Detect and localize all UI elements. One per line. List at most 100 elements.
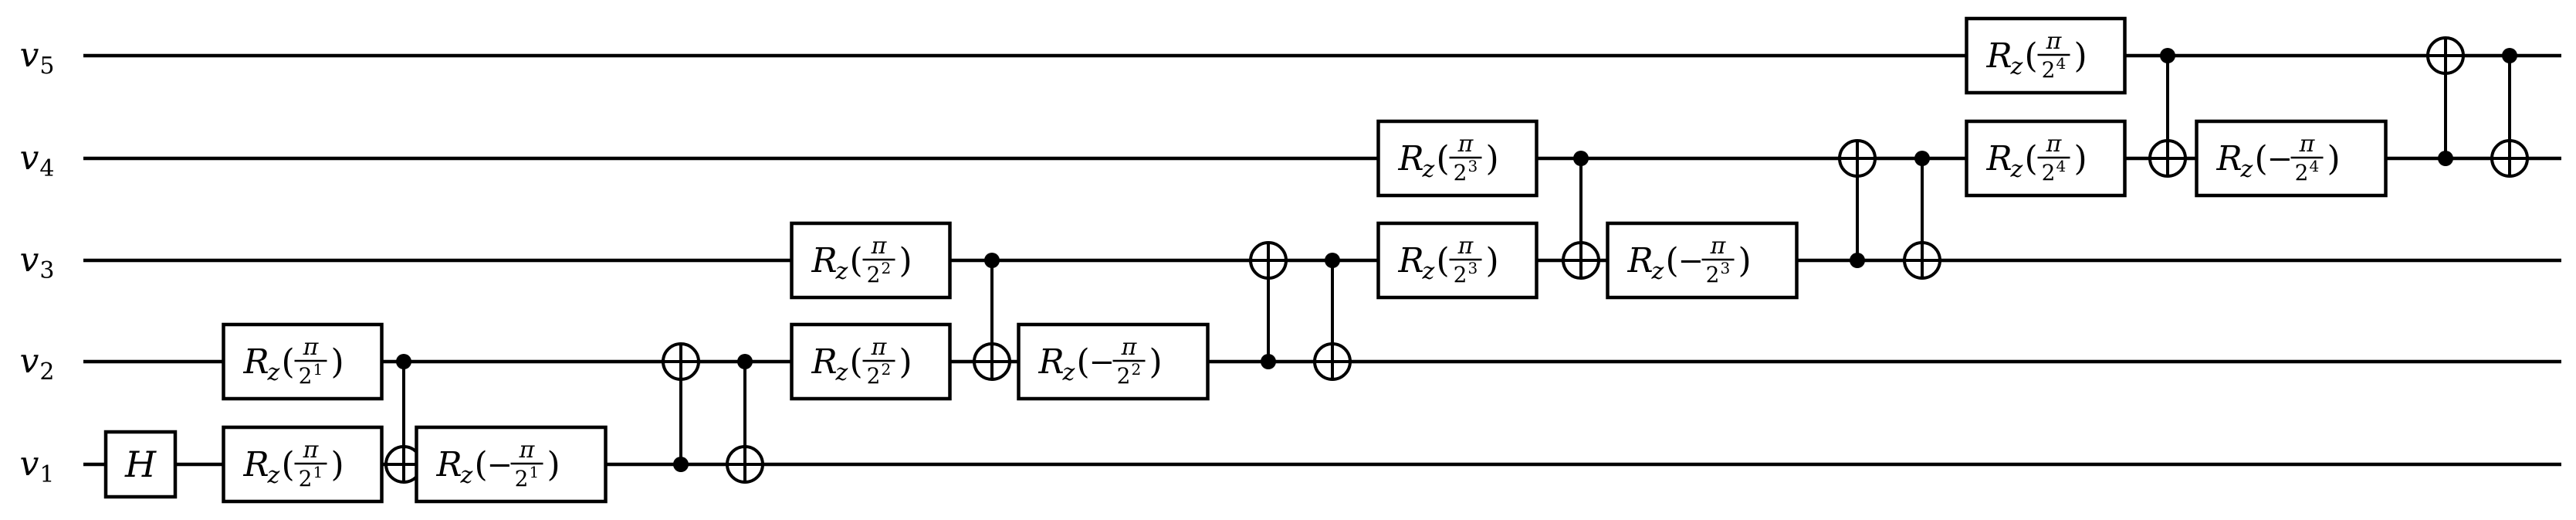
gate-angle-numerator: π [1121,334,1138,361]
gate-paren-open: ( [282,342,295,382]
qubit-label-v3: v3 [20,240,55,284]
gate-angle-numerator: π [871,233,888,260]
gate-subscript: z [2010,156,2023,183]
gate-angle-denominator-base: 2 [2295,160,2309,185]
gate-paren-open: ( [475,445,488,484]
cnot-control-dot [2160,48,2175,63]
gate-angle-exponent: 2 [1132,360,1142,379]
cnot-control-dot [673,457,689,472]
gate-subscript: z [835,258,848,285]
gate-sign: − [1678,243,1704,279]
cnot-gate [1313,253,1352,381]
gate-angle-numerator: π [519,437,536,464]
cnot-control-dot [984,253,1000,268]
wires-layer [83,53,2561,467]
qubit-label-base: v [20,36,39,75]
gate-paren-close: ) [1486,241,1499,280]
gate-symbol: R [436,445,462,484]
cnot-control-dot [1850,253,1865,268]
gate-subscript: z [267,359,280,386]
gate-angle-denominator-base: 2 [1454,160,1467,185]
gate-angle-denominator-base: 2 [1706,262,1720,287]
gate-paren-open: ( [1666,241,1679,280]
cnot-control-dot [1573,151,1589,166]
cnot-control-dot [396,354,411,369]
gate-angle-numerator: π [1710,233,1727,260]
gate-angle-exponent: 3 [1468,259,1478,277]
gate-subscript: z [2240,156,2253,183]
gate-paren-close: ) [2074,139,2087,178]
gate-angle-numerator: π [1457,233,1474,260]
hadamard-gate: H [103,430,178,499]
cnot-control-dot [1325,253,1340,268]
cnot-control-dot [2438,151,2453,166]
gate-angle-numerator: π [303,334,320,361]
gate-paren-close: ) [2074,36,2087,76]
gate-paren-close: ) [1738,241,1752,280]
gate-paren-close: ) [1486,139,1499,178]
gate-paren-close: ) [899,342,912,382]
gate-angle-denominator-base: 2 [1454,262,1467,287]
gate-angle-exponent: 3 [1721,259,1731,277]
gate-angle-denominator-base: 2 [2042,57,2056,83]
cnot-gate [973,253,1011,381]
gate-paren-open: ( [850,241,863,280]
gate-symbol: R [811,241,838,280]
qubit-label-base: v [20,444,39,484]
gate-sign: − [487,447,513,483]
qubit-label-sub: 1 [39,461,54,488]
gate-paren-close: ) [331,445,344,484]
gate-angle-denominator-base: 2 [515,466,529,491]
gate-angle-numerator: π [871,334,888,361]
gate-angle-denominator-base: 2 [299,466,313,491]
gate-symbol: R [1986,139,2012,178]
cnot-gate [726,354,764,484]
gate-angle-exponent: 1 [530,463,540,481]
qubit-label-base: v [20,240,39,280]
qubit-label-v5: v5 [20,36,55,80]
gate-sign: − [1089,345,1115,380]
gate-angle-numerator: π [303,437,320,464]
gate-angle-exponent: 3 [1468,157,1478,175]
gate-symbol: R [2216,139,2243,178]
gate-symbol: R [1398,241,1424,280]
gate-subscript: z [1651,258,1664,285]
cnot-gate [1562,151,1600,280]
gate-symbol: R [1986,36,2012,76]
qubit-label-sub: 4 [39,155,54,182]
gate-sign: − [2267,141,2293,177]
gate-paren-open: ( [850,342,863,382]
gate-paren-close: ) [547,445,560,484]
gate-subscript: z [2010,53,2023,80]
cnot-control-dot [2502,48,2517,63]
gate-angle-exponent: 2 [882,360,892,379]
cnot-control-dot [737,354,753,369]
gate-paren-open: ( [1437,241,1450,280]
qubit-label-base: v [20,342,39,381]
gate-paren-open: ( [2025,139,2038,178]
cnot-gate [1903,151,1941,280]
gate-angle-exponent: 4 [2056,157,2067,175]
gate-angle-exponent: 4 [2310,157,2320,175]
gate-box [103,430,178,499]
gate-angle-denominator-base: 2 [867,363,881,389]
cnot-gate [1838,139,1877,268]
qubit-label-base: v [20,138,39,178]
gate-subscript: z [835,359,848,386]
gate-subscript: z [1062,359,1075,386]
cnot-gate [2148,48,2187,178]
gate-symbol: R [243,342,269,382]
gate-paren-open: ( [1437,139,1450,178]
gate-paren-close: ) [2327,139,2341,178]
cnot-gate [384,354,423,484]
cnot-gate [2490,48,2529,178]
